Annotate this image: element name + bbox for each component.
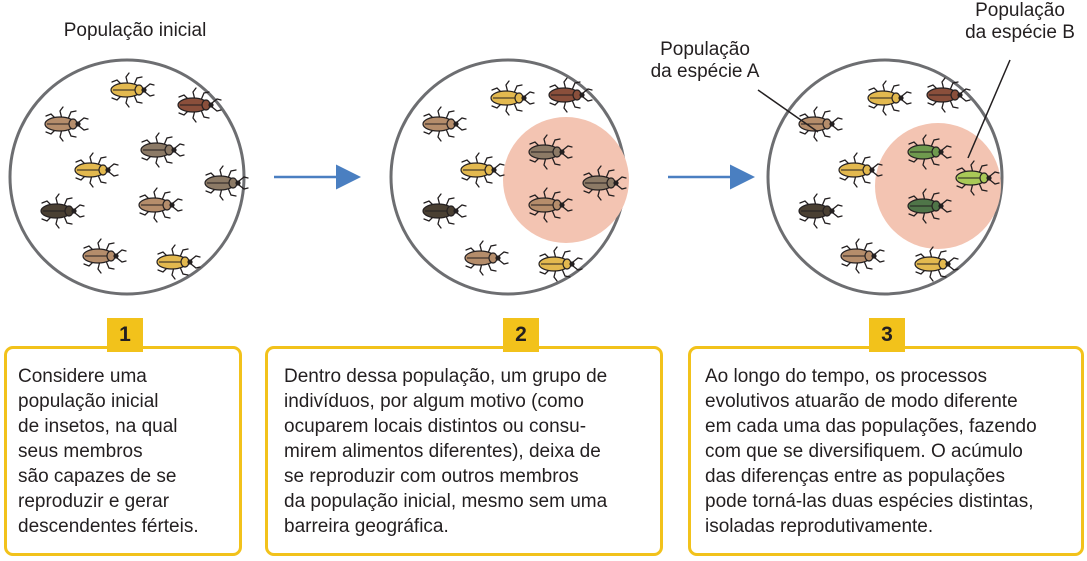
text-line: reproduzir e gerar [18, 491, 170, 512]
text-line: população inicial [18, 391, 159, 412]
text-line: mirem alimentos diferentes), deixa de [284, 441, 601, 462]
step-3-text: Ao longo do tempo, os processos evolutiv… [705, 364, 1037, 539]
text-line: em cada uma das populações, fazendo [705, 416, 1037, 437]
step-1-text: Considere uma população inicial de inset… [18, 364, 199, 539]
text-line: das diferenças entre as populações [705, 466, 1005, 487]
step-1-box [4, 346, 242, 556]
text-line: isoladas reprodutivamente. [705, 516, 934, 537]
text-line: seus membros [18, 441, 143, 462]
species-a-label: População da espécie A [630, 39, 780, 83]
species-b-label: População da espécie B [955, 0, 1085, 44]
text-line: da população inicial, mesmo sem uma [284, 491, 608, 512]
species-b-label-line: População [975, 0, 1065, 21]
text-line: descendentes férteis. [18, 516, 199, 537]
text-line: barreira geográfica. [284, 516, 449, 537]
text-line: Dentro dessa população, um grupo de [284, 366, 608, 387]
text-line: se reproduzir com outros membros [284, 466, 579, 487]
text-line: evolutivos atuarão de modo diferente [705, 391, 1018, 412]
text-line: Considere uma [18, 366, 147, 387]
text-line: ocuparem locais distintos ou consu- [284, 416, 587, 437]
species-a-label-line: População [660, 39, 750, 60]
text-line: de insetos, na qual [18, 416, 178, 437]
text-line: pode torná-las duas espécies distintas, [705, 491, 1034, 512]
species-b-area [875, 123, 1001, 249]
text-line: com que se diversifiquem. O acúmulo [705, 441, 1023, 462]
text-line: indivíduos, por algum motivo (como [284, 391, 584, 412]
text-line: Ao longo do tempo, os processos [705, 366, 988, 387]
text-line: são capazes de se [18, 466, 177, 487]
step-2-box [265, 346, 663, 556]
species-a-label-line: da espécie A [650, 61, 760, 82]
step-1-badge: 1 [107, 318, 143, 352]
species-b-label-line: da espécie B [965, 22, 1075, 43]
step-2-text: Dentro dessa população, um grupo de indi… [284, 364, 607, 539]
step-2-badge: 2 [503, 318, 539, 352]
initial-population-label: População inicial [63, 20, 207, 41]
pointer-line-species-b [967, 59, 1011, 159]
step-3-box [688, 346, 1084, 556]
step-3-badge: 3 [869, 318, 905, 352]
pointer-line-species-a [757, 89, 819, 133]
